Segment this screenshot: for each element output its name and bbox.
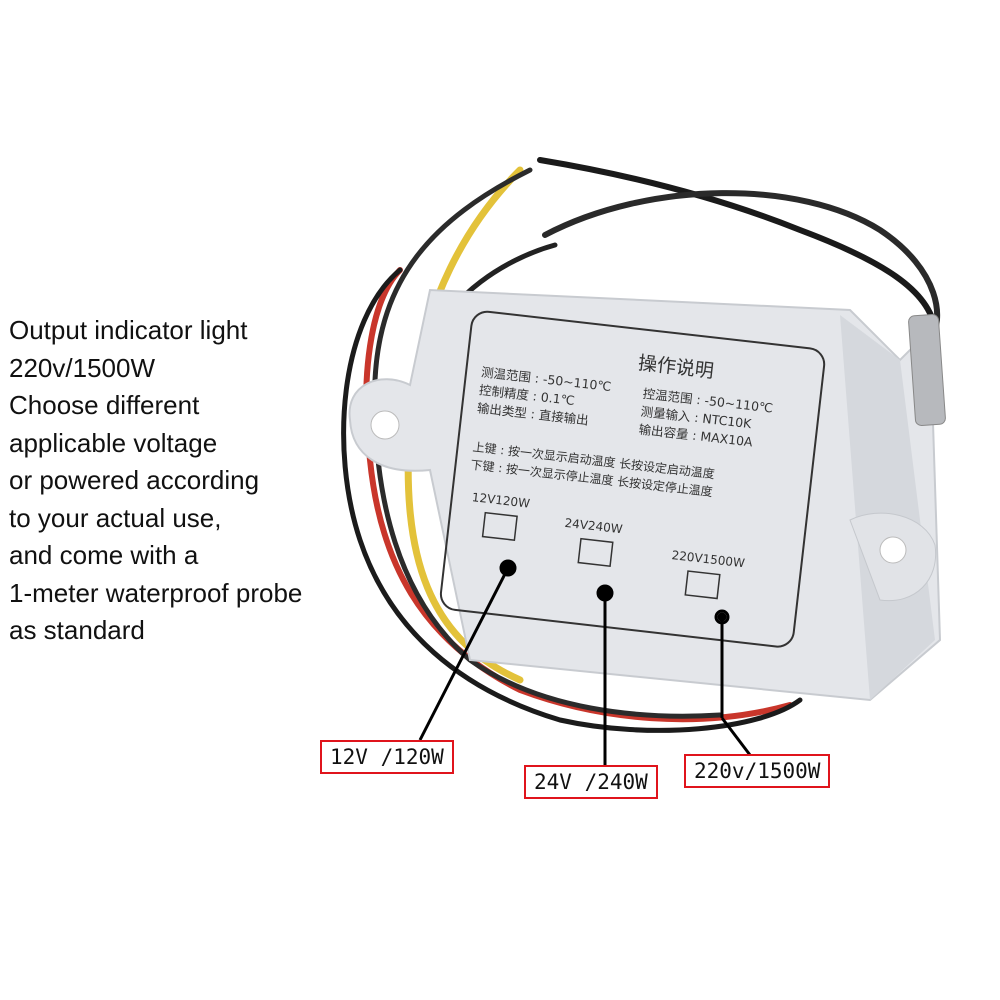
output-label: 12V120W: [471, 490, 531, 511]
callout-leaders: [418, 559, 752, 765]
product-description: Output indicator light 220v/1500W Choose…: [9, 312, 302, 650]
callout-12v: 12V /120W: [320, 740, 454, 774]
indicator-12v: [481, 511, 518, 541]
description-line: 220v/1500W: [9, 352, 155, 383]
description-line: or powered according: [9, 465, 260, 495]
description-line: Choose different: [9, 390, 200, 420]
description-line: as standard: [9, 615, 145, 645]
callout-24v: 24V /240W: [524, 765, 658, 799]
description-line: and come with a: [9, 540, 199, 570]
indicator-24v: [577, 537, 614, 567]
mounting-hole-icon: [879, 536, 907, 564]
description-line: Output indicator light: [9, 315, 248, 345]
mounting-hole-icon: [370, 410, 400, 440]
callout-220v: 220v/1500W: [684, 754, 831, 788]
housing: [348, 288, 942, 702]
description-line: applicable voltage: [9, 427, 218, 458]
output-label: 24V240W: [564, 516, 624, 537]
description-line: 1-meter waterproof probe: [9, 577, 303, 608]
description-line: to your actual use,: [9, 502, 222, 533]
indicator-220v: [684, 570, 721, 600]
probe-icon: [908, 313, 946, 427]
